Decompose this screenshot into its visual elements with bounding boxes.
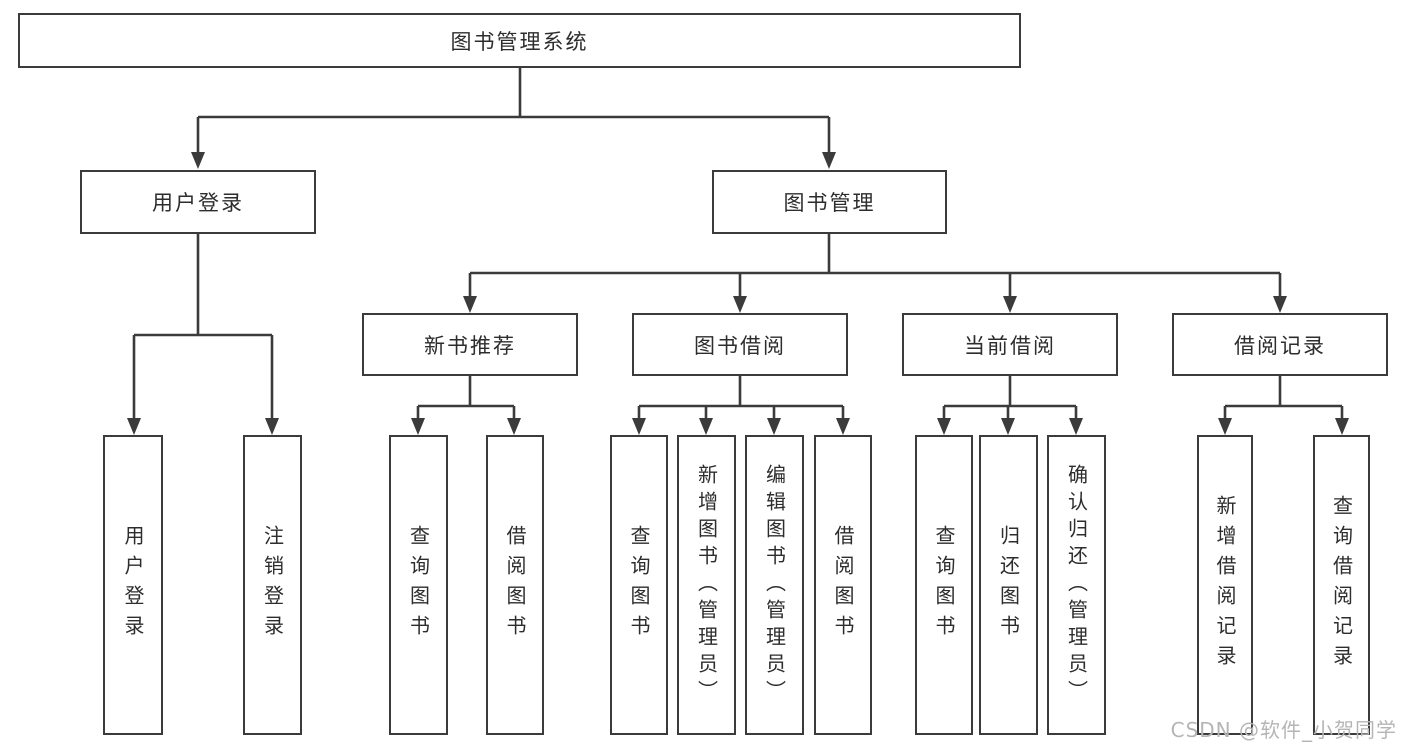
leaf-borrow-add-admin: 新增图书（管理员）	[677, 435, 736, 735]
leaf-newbooks-query: 查询图书	[389, 435, 448, 735]
arrowhead-current-borrow	[1003, 296, 1017, 313]
csdn-watermark: CSDN @软件_小贺同学	[1170, 718, 1397, 742]
arrowhead-book-mgmt	[822, 152, 836, 169]
arrowhead-newbooks-1	[411, 418, 425, 435]
node-root-system: 图书管理系统	[18, 13, 1021, 68]
leaf-records-add: 新增借阅记录	[1197, 435, 1253, 735]
leaf-borrow-edit-admin: 编辑图书（管理员）	[745, 435, 804, 735]
leaf-current-return: 归还图书	[979, 435, 1038, 735]
arrowhead-borrow-1	[632, 418, 646, 435]
arrowhead-borrow-records	[1273, 296, 1287, 313]
leaf-borrow-query: 查询图书	[610, 435, 668, 735]
arrowhead-borrow-3	[767, 418, 781, 435]
node-book-borrowing: 图书借阅	[632, 313, 848, 376]
arrowhead-current-1	[937, 418, 951, 435]
arrowhead-new-books	[463, 296, 477, 313]
leaf-logout: 注销登录	[243, 435, 302, 735]
leaf-current-confirm-admin: 确认归还（管理员）	[1047, 435, 1106, 735]
arrowhead-current-3	[1069, 418, 1083, 435]
arrowhead-borrow-4	[836, 418, 850, 435]
leaf-current-query: 查询图书	[915, 435, 973, 735]
arrowhead-user-leaf2	[265, 418, 279, 435]
leaf-user-login: 用户登录	[103, 435, 163, 735]
arrowhead-user-leaf1	[127, 418, 141, 435]
leaf-borrow-borrow: 借阅图书	[814, 435, 872, 735]
node-user-login: 用户登录	[80, 170, 316, 234]
arrowhead-records-2	[1335, 418, 1349, 435]
leaf-newbooks-borrow: 借阅图书	[486, 435, 544, 735]
arrowhead-book-borrow	[733, 296, 747, 313]
arrowhead-newbooks-2	[507, 418, 521, 435]
node-book-management: 图书管理	[712, 170, 947, 234]
arrowhead-user-login	[191, 152, 205, 169]
node-borrowing-records: 借阅记录	[1172, 313, 1388, 376]
node-new-book-recommend: 新书推荐	[362, 313, 578, 376]
leaf-records-query: 查询借阅记录	[1313, 435, 1370, 735]
arrowhead-records-1	[1218, 418, 1232, 435]
arrowhead-borrow-2	[699, 418, 713, 435]
node-current-borrowing: 当前借阅	[902, 313, 1118, 376]
arrowhead-current-2	[1001, 418, 1015, 435]
